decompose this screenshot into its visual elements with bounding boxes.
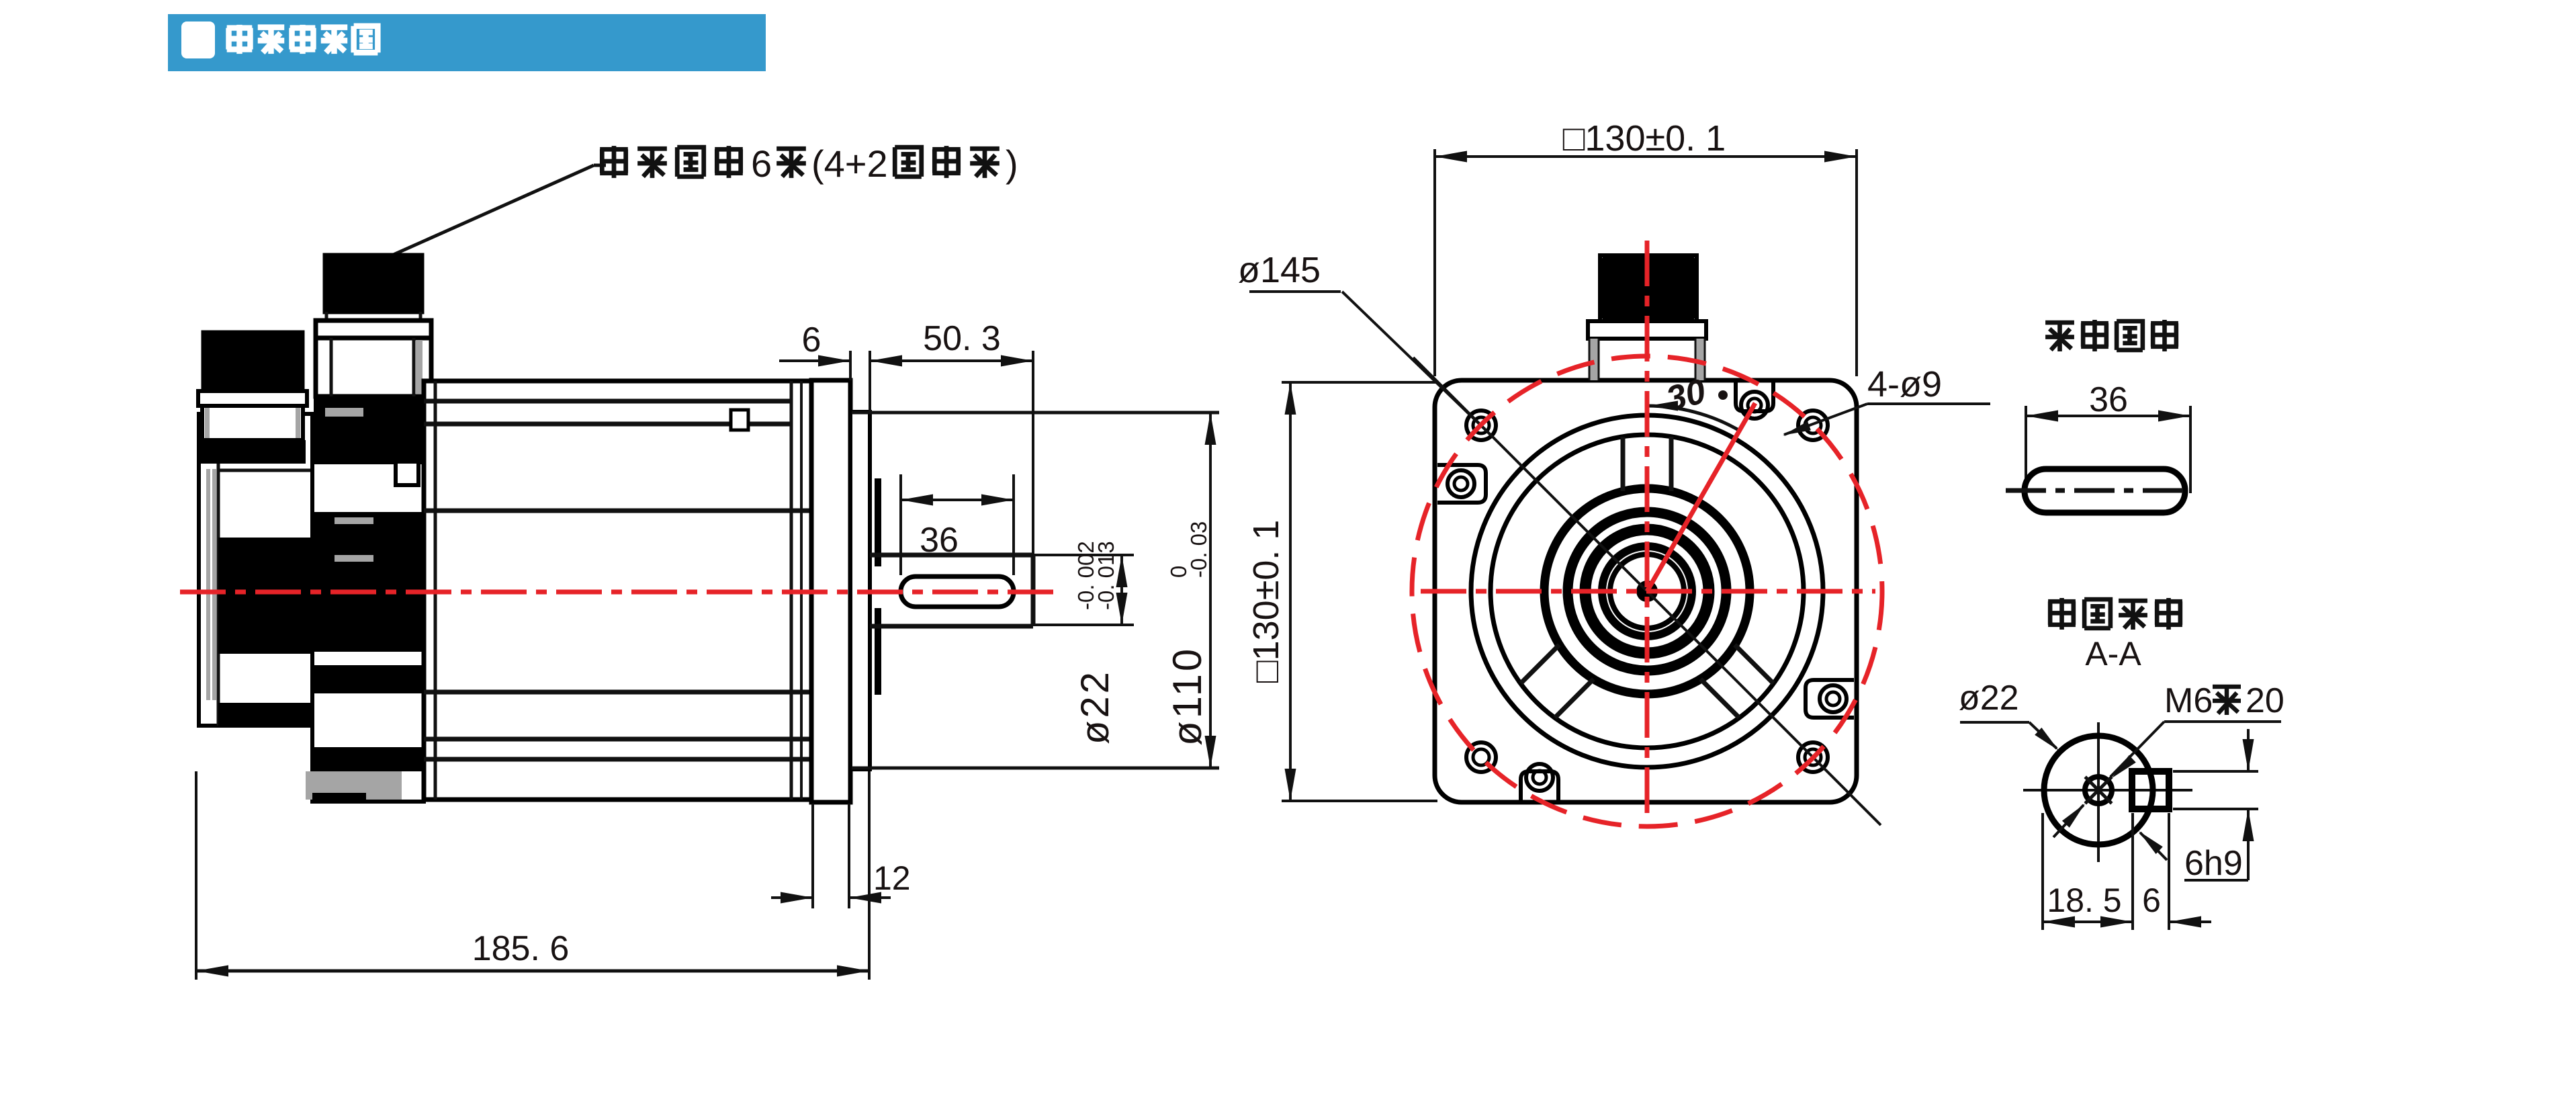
svg-text:M6: M6	[2164, 681, 2213, 720]
svg-text:ø22: ø22	[1959, 679, 2019, 718]
svg-text:-0. 013: -0. 013	[1094, 541, 1118, 610]
svg-text:6h9: 6h9	[2184, 844, 2243, 883]
svg-text:□130±0. 1: □130±0. 1	[1563, 118, 1726, 159]
svg-text:-0. 03: -0. 03	[1186, 521, 1211, 578]
svg-text:ø145: ø145	[1238, 250, 1321, 290]
svg-text:6: 6	[2142, 882, 2161, 919]
svg-text:0: 0	[1166, 566, 1191, 578]
svg-text:ø110: ø110	[1165, 646, 1210, 746]
svg-text:36: 36	[2089, 380, 2128, 419]
svg-text:50. 3: 50. 3	[923, 319, 1001, 358]
svg-text:-0. 002: -0. 002	[1073, 541, 1098, 610]
svg-text:18. 5: 18. 5	[2047, 882, 2121, 919]
svg-text:ø22: ø22	[1073, 669, 1117, 744]
svg-text:□130±0. 1: □130±0. 1	[1246, 520, 1286, 683]
svg-text:20: 20	[2246, 681, 2284, 720]
svg-text:): )	[1006, 142, 1018, 185]
svg-text:12: 12	[873, 859, 911, 897]
svg-text:4-ø9: 4-ø9	[1867, 364, 1942, 404]
svg-text:A-A: A-A	[2085, 635, 2141, 673]
svg-text:6: 6	[802, 320, 821, 359]
svg-text:(4+2: (4+2	[811, 142, 888, 185]
svg-text:185. 6: 185. 6	[472, 929, 570, 968]
svg-text:6: 6	[751, 142, 772, 185]
svg-text:36: 36	[920, 521, 959, 560]
